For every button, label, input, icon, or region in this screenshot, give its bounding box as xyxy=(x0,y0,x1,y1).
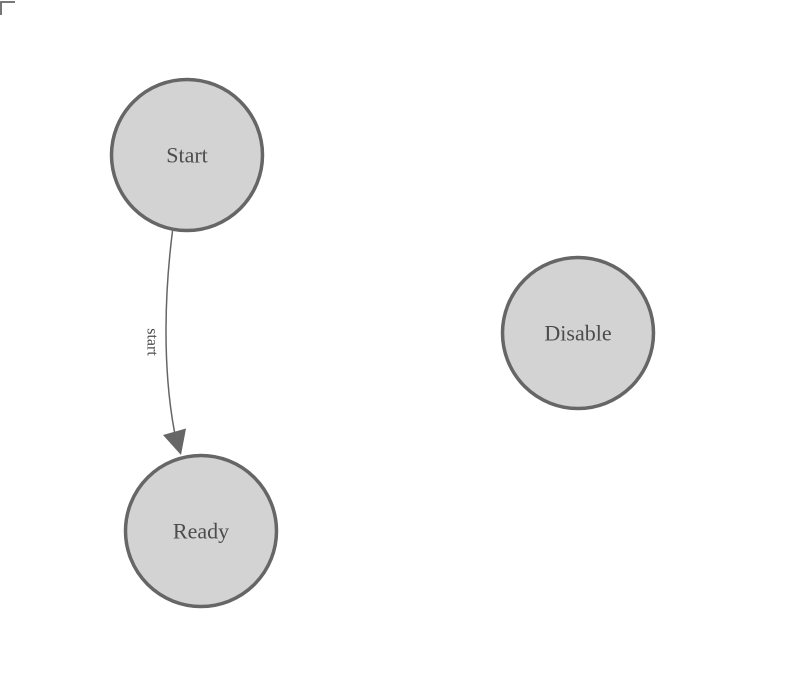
node-start[interactable]: Start xyxy=(109,77,265,233)
node-disable[interactable]: Disable xyxy=(500,255,656,411)
node-start-label: Start xyxy=(166,142,208,167)
node-ready[interactable]: Ready xyxy=(123,453,279,609)
edge-arrowhead-icon[interactable] xyxy=(163,428,186,456)
node-disable-label: Disable xyxy=(544,320,611,345)
edge-start-to-ready[interactable]: start xyxy=(144,230,187,456)
node-ready-label: Ready xyxy=(173,518,229,543)
node-start-circle[interactable] xyxy=(109,77,265,233)
edge-label[interactable]: start xyxy=(144,328,161,356)
node-disable-circle[interactable] xyxy=(500,255,656,411)
node-ready-circle[interactable] xyxy=(123,453,279,609)
canvas-origin-corner-mark xyxy=(0,1,15,15)
edge-line[interactable] xyxy=(165,230,176,433)
